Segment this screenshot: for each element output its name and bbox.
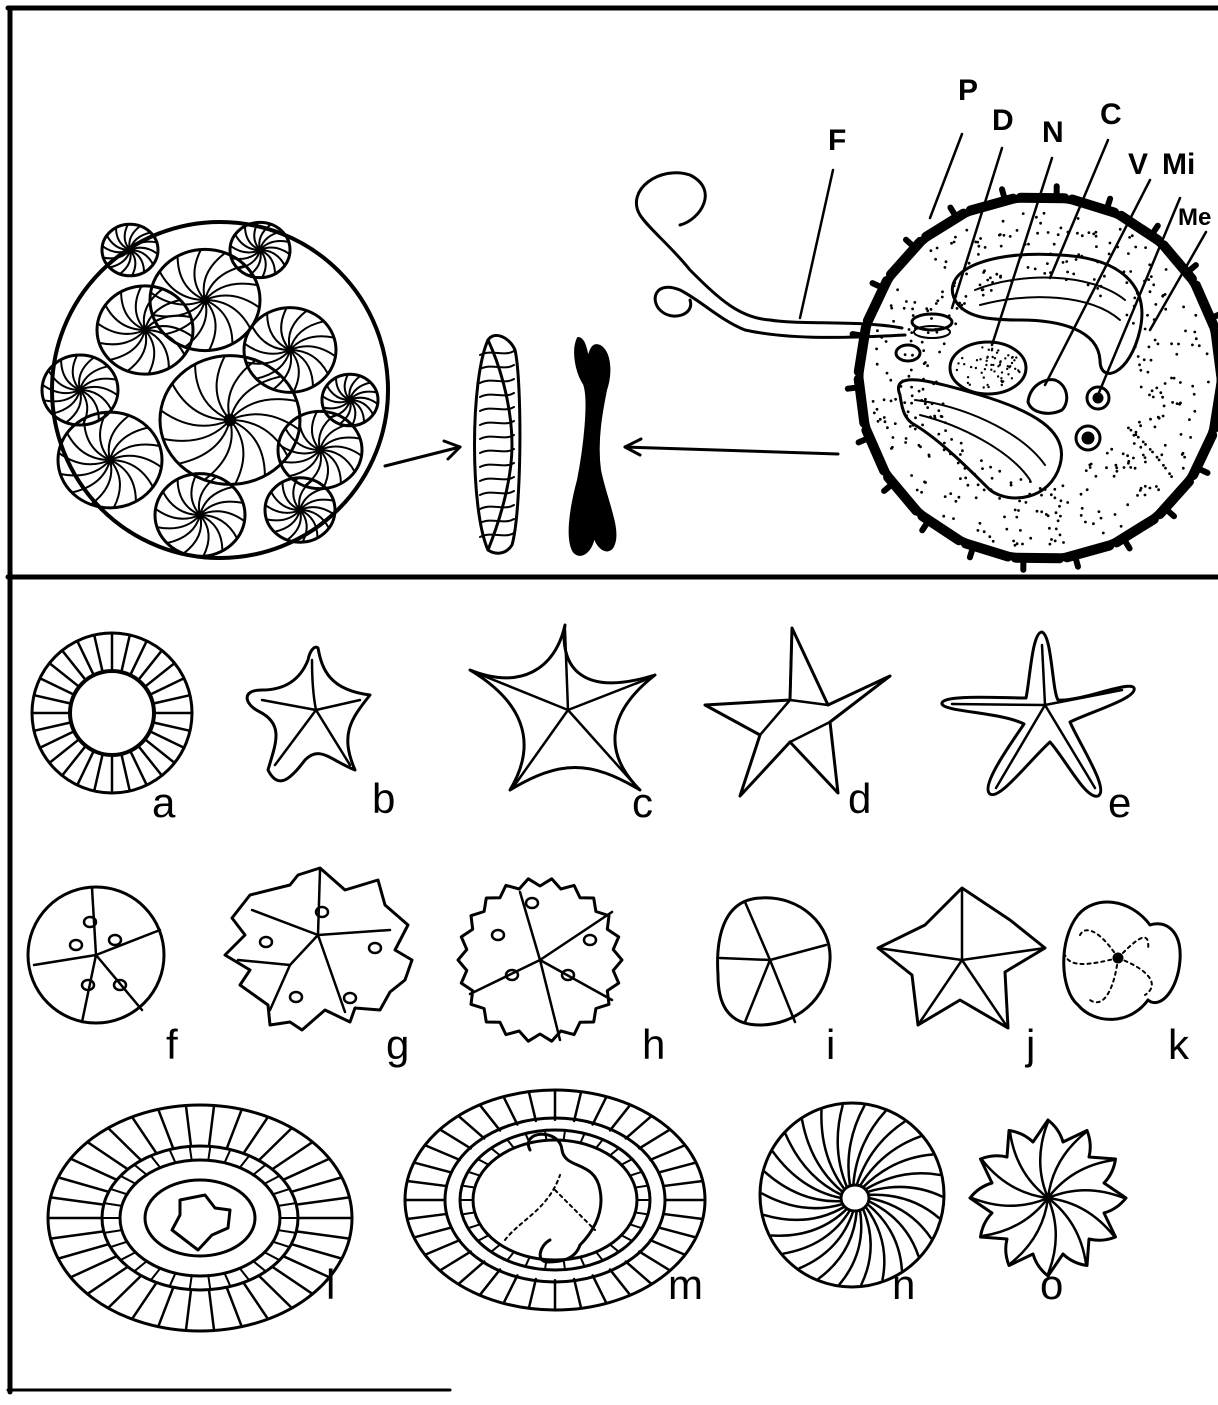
arrow-coccosphere-to-lith [385,441,460,466]
panel-label-g: g [386,1024,409,1066]
cell-label-v: V [1128,150,1148,180]
panel-f-shape [28,887,164,1023]
cell-label-p: P [958,76,978,106]
panel-label-c: c [632,782,653,824]
coccosphere [42,222,388,558]
panel-label-m: m [668,1264,703,1306]
cell-label-me: Me [1178,206,1211,230]
cell-label-n: N [1042,118,1064,148]
panel-c-shape [470,625,655,790]
panel-l-shape [48,1105,352,1331]
panel-k-shape [1064,902,1180,1019]
panel-label-d: d [848,778,871,820]
panel-a-shape [32,633,192,793]
cell-diagram [636,134,1218,570]
panel-label-j: j [1026,1024,1035,1066]
panel-n-shape [760,1103,944,1287]
panel-h-shape [458,879,622,1041]
vacuole [1028,380,1067,414]
coccolith-side-view [475,335,520,553]
panel-e-shape [942,632,1134,796]
cell-label-c: C [1100,100,1122,130]
panel-d-shape [705,628,890,796]
flagellum [636,173,902,328]
panel-label-i: i [826,1024,835,1066]
cell-label-f: F [828,126,846,156]
panel-i-shape [718,898,830,1025]
small-vesicle [896,345,920,361]
panel-label-n: n [892,1264,915,1306]
panel-label-h: h [642,1024,665,1066]
panel-label-e: e [1108,782,1131,824]
black-lith-profile [570,338,616,555]
panel-m-shape [405,1090,705,1310]
panel-label-b: b [372,778,395,820]
panel-label-l: l [326,1264,335,1306]
panel-b-shape [247,647,370,781]
panel-label-o: o [1040,1264,1063,1306]
panel-o-shape [970,1120,1126,1276]
panel-label-k: k [1168,1024,1189,1066]
panel-label-f: f [166,1024,178,1066]
arrow-cell-to-lith [625,439,838,455]
panel-label-a: a [152,782,175,824]
panel-g-shape [225,868,412,1030]
cell-label-mi: Mi [1162,150,1195,180]
cell-label-d: D [992,106,1014,136]
panel-j-shape [878,888,1045,1028]
